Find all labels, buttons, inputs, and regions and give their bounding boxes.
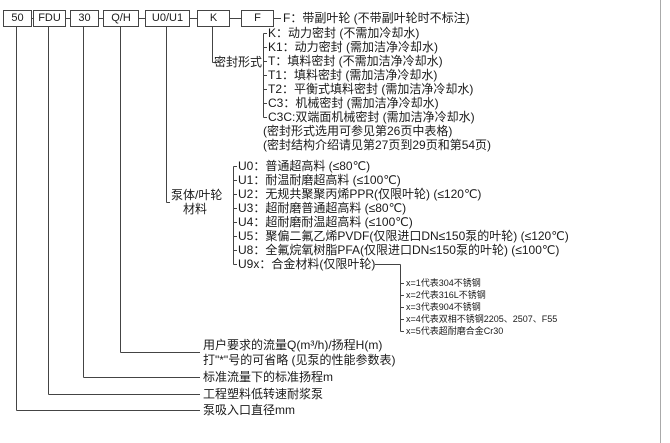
- code-box-u0u1: U0/U1: [145, 10, 190, 27]
- code-box-30: 30: [70, 10, 99, 27]
- material-item: U4：超耐磨耐温超高料 (≤100℃): [238, 215, 413, 229]
- seal-group-label: 密封形式: [214, 55, 263, 69]
- alloy-code-item: x=2代表316L不锈钢: [406, 290, 486, 300]
- alloy-code-item: x=3代表904不锈钢: [406, 302, 481, 312]
- inlet-diameter-text: 泵吸入口直径mm: [203, 403, 295, 417]
- alloy-code-item: x=4代表双相不锈钢2205、2507、F55: [406, 314, 558, 324]
- pump-type-text: 工程塑料低转速耐浆泵: [203, 387, 324, 401]
- material-item: U0：普通超高料 (≤80℃): [238, 159, 371, 173]
- code-box-qh: Q/H: [103, 10, 139, 27]
- seal-item: T2：平衡式填料密封 (需加洁净冷却水): [268, 82, 474, 96]
- seal-item: T1：填料密封 (需加洁净冷却水): [268, 68, 438, 82]
- code-box-k: K: [197, 10, 230, 27]
- material-item: U9x：合金材料(仅限叶轮): [238, 257, 376, 271]
- code-box-f: F: [241, 10, 274, 27]
- material-item: U2：无规共聚聚丙烯PPR(仅限叶轮) (≤120℃): [238, 187, 482, 201]
- seal-item: K1：动力密封 (需加洁净冷却水): [268, 40, 439, 54]
- alloy-code-item: x=1代表304不锈钢: [406, 278, 481, 288]
- code-box-fdu: FDU: [33, 10, 66, 27]
- flow-head-line2: 打"*"号的可省略 (见泵的性能参数表): [203, 353, 396, 367]
- standard-head-text: 标准流量下的标准扬程m: [203, 370, 333, 384]
- material-item: U1：耐温耐磨超高料 (≤100℃): [238, 173, 401, 187]
- material-item: U8：全氟烷氧树脂PFA(仅限进口DN≤150泵的叶轮) (≤100℃): [238, 243, 560, 257]
- seal-note: (密封结构介绍请见第27页到29页和第54页): [263, 138, 492, 152]
- material-item: U3：超耐磨普通超高料 (≤80℃): [238, 201, 407, 215]
- alloy-code-item: x=5代表超耐磨合金Cr30: [406, 326, 504, 336]
- code-box-50: 50: [3, 10, 32, 27]
- impeller-note-text: F：带副叶轮 (不带副叶轮时不标注): [283, 11, 470, 25]
- material-group-label-line1: 泵体/叶轮: [171, 188, 223, 202]
- flow-head-line1: 用户要求的流量Q(m³/h)/扬程H(m): [203, 338, 383, 352]
- seal-item: T：填料密封 (不需加洁净冷却水): [268, 54, 443, 68]
- seal-note: (密封形式选用可参见第26页中表格): [263, 124, 453, 138]
- material-item: U5：聚偏二氟乙烯PVDF(仅限进口DN≤150泵的叶轮) (≤120℃): [238, 229, 569, 243]
- seal-item: C3：机械密封 (需加洁净冷却水): [268, 96, 439, 110]
- material-group-label-line2: 材料: [183, 202, 208, 216]
- seal-item: C3C:双端面机械密封 (需加洁净冷却水): [268, 110, 475, 124]
- seal-item: K：动力密封 (不需加冷却水): [268, 26, 420, 40]
